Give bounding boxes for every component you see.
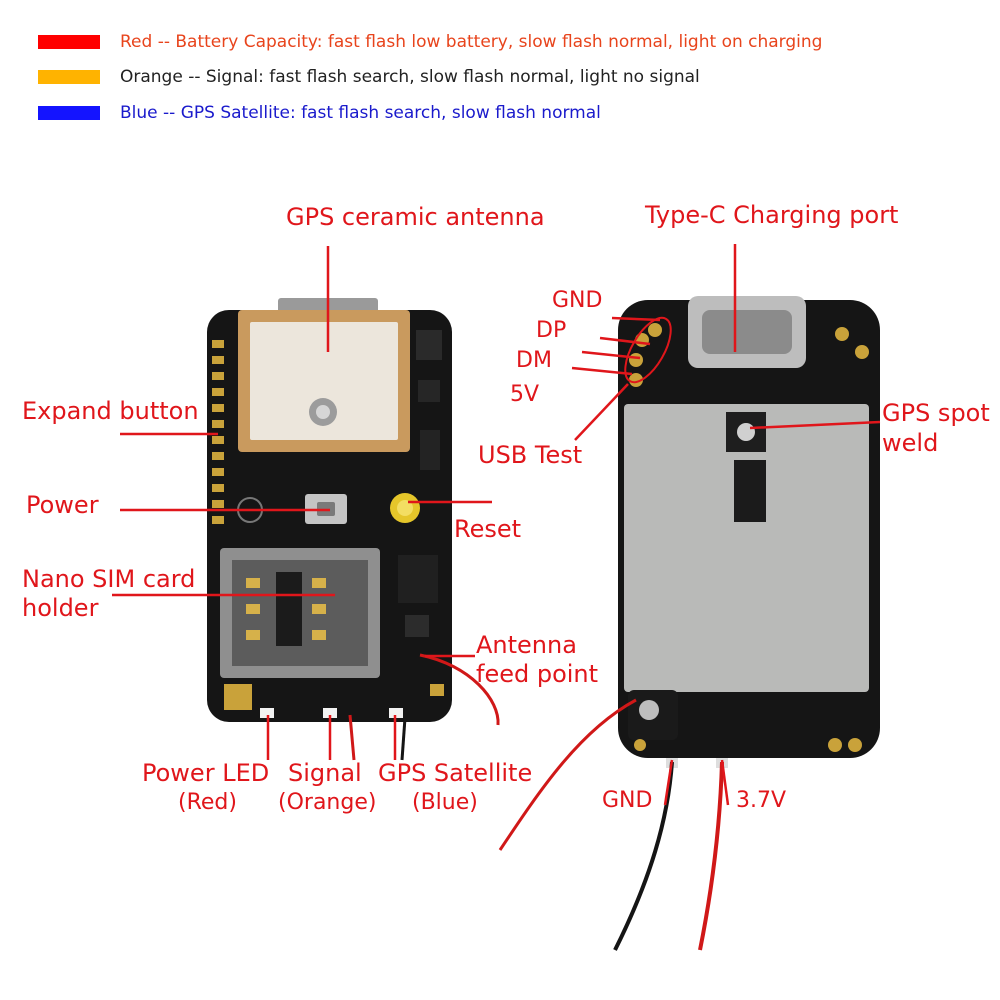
label-gps-satellite-line1: GPS Satellite <box>378 759 533 787</box>
label-type-c-port: Type-C Charging port <box>645 201 899 229</box>
usb-test-pad-ring <box>624 316 672 384</box>
label-power-led-line2: (Red) <box>178 790 237 815</box>
legend-text-orange: Orange -- Signal: fast flash search, slo… <box>120 67 700 87</box>
label-gnd-wire: GND <box>602 788 653 813</box>
gps-led <box>389 708 403 718</box>
front-board <box>207 298 452 722</box>
label-reset: Reset <box>454 515 522 543</box>
label-expand-button: Expand button <box>22 397 199 425</box>
label-pin-5v: 5V <box>510 382 540 407</box>
label-usb-test: USB Test <box>478 441 583 469</box>
label-nano-sim-line2: holder <box>22 594 99 622</box>
label-signal-line2: (Orange) <box>278 790 377 815</box>
label-power-led-line1: Power LED <box>142 759 270 787</box>
label-signal-line1: Signal <box>288 759 362 787</box>
label-gps-satellite-line2: (Blue) <box>412 790 478 815</box>
back-antenna-wire <box>498 698 637 851</box>
orange-swatch <box>38 70 100 84</box>
power-led <box>260 708 274 718</box>
label-antenna-line1: Antenna <box>476 631 577 659</box>
signal-led <box>323 708 337 718</box>
label-pin-gnd: GND <box>552 288 603 313</box>
front-black-wire <box>400 717 407 761</box>
antenna-patch-silver <box>250 322 398 440</box>
expand-pads <box>212 340 224 524</box>
label-gps-spot-line1: GPS spot <box>882 399 990 427</box>
v37-wire-red <box>698 761 724 951</box>
label-antenna-line2: feed point <box>476 660 599 688</box>
shield-can <box>624 404 869 692</box>
front-red-wire <box>348 714 356 761</box>
label-pin-dm: DM <box>516 348 552 373</box>
label-nano-sim-line1: Nano SIM card <box>22 565 196 593</box>
callout-lines <box>112 244 881 806</box>
gnd-wire-black <box>613 761 674 951</box>
legend-row-orange: Orange -- Signal: fast flash search, slo… <box>38 67 700 87</box>
red-swatch <box>38 35 100 49</box>
label-gps-ceramic-antenna: GPS ceramic antenna <box>286 203 545 231</box>
label-power: Power <box>26 491 99 519</box>
label-3v7-wire: 3.7V <box>736 788 787 813</box>
antenna-wire <box>419 653 500 726</box>
legend-row-red: Red -- Battery Capacity: fast flash low … <box>38 32 822 52</box>
legend-text-blue: Blue -- GPS Satellite: fast flash search… <box>120 103 601 123</box>
legend-text-red: Red -- Battery Capacity: fast flash low … <box>120 32 823 52</box>
legend-row-blue: Blue -- GPS Satellite: fast flash search… <box>38 103 601 123</box>
blue-swatch <box>38 106 100 120</box>
label-pin-dp: DP <box>536 318 567 343</box>
label-gps-spot-line2: weld <box>882 429 939 457</box>
back-board <box>618 296 880 768</box>
